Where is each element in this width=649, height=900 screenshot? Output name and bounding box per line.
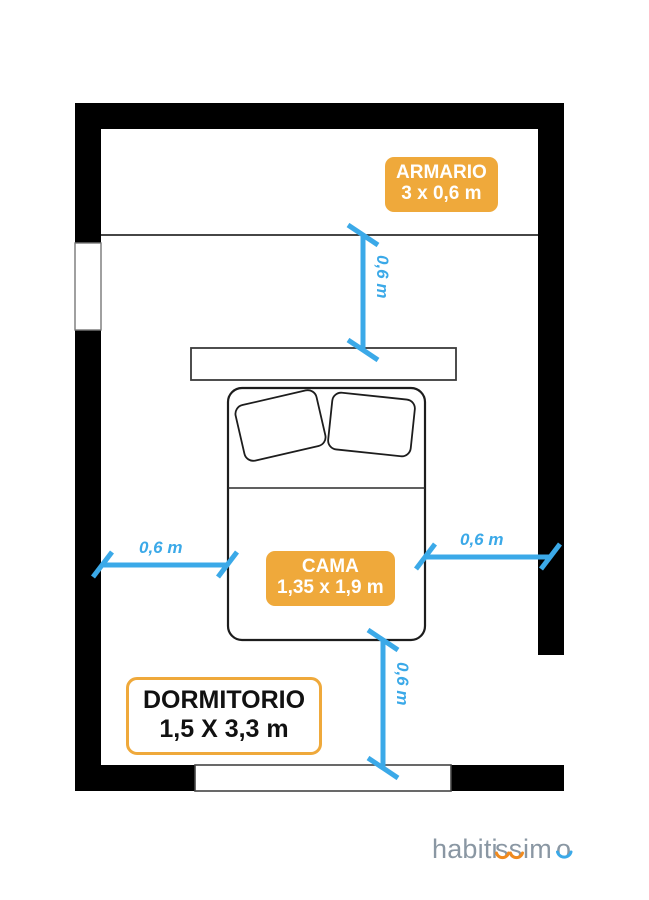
dimension-bed-right-clearance: [414, 542, 562, 571]
dim-tick-start: [346, 222, 380, 248]
wall-left-upper: [75, 103, 101, 243]
badge-dormitorio-label: DORMITORIO: [143, 686, 306, 714]
wall-top: [75, 103, 564, 129]
dim-tick-start: [366, 627, 400, 653]
logo-text-gray-part1: habiti: [432, 834, 498, 864]
logo-mark: habiti ss im o: [432, 834, 573, 864]
logo-text-ss: ss: [495, 834, 522, 864]
badge-armario-label: ARMARIO: [396, 162, 487, 183]
badge-cama-dimensions: 1,35 x 1,9 m: [277, 577, 384, 599]
wall-bottom-left: [75, 765, 195, 791]
dim-label-armario-depth: 0,6 m: [373, 255, 392, 299]
headboard-shape: [190, 347, 457, 381]
wall-bottom-right: [451, 765, 564, 791]
badge-dormitorio-dimensions: 1,5 X 3,3 m: [159, 714, 289, 743]
dim-tick-end: [366, 755, 400, 781]
habitissimo-logo: habiti ss im o: [432, 832, 582, 872]
window-left-wall: [74, 242, 102, 331]
dimension-armario-depth: [346, 222, 380, 363]
dim-label-bed-left-clearance: 0,6 m: [139, 538, 183, 557]
dimension-lines: [91, 222, 562, 781]
pillow-left: [234, 389, 327, 462]
logo-text-final-o: o: [556, 834, 571, 864]
badge-dormitorio[interactable]: DORMITORIO 1,5 X 3,3 m: [126, 677, 323, 755]
pillow-right: [327, 391, 416, 458]
wall-right: [538, 103, 564, 655]
dim-label-bed-foot-clearance: 0,6 m: [393, 662, 412, 706]
wall-left-lower: [75, 330, 101, 778]
dim-tick-start: [91, 550, 114, 579]
door-bottom-wall: [194, 764, 452, 792]
dim-label-bed-right-clearance: 0,6 m: [460, 530, 504, 549]
dimension-bed-left-clearance: [91, 550, 239, 579]
badge-cama[interactable]: CAMA 1,35 x 1,9 m: [266, 551, 395, 606]
logo-arc-orange-2: [509, 851, 524, 860]
logo-arc-orange-1: [495, 851, 510, 860]
dimension-bed-foot-clearance: [366, 627, 400, 781]
badge-cama-label: CAMA: [301, 556, 359, 577]
logo-arc-blue: [556, 850, 573, 859]
dim-tick-end: [216, 550, 239, 579]
dim-tick-end: [539, 542, 562, 571]
badge-armario[interactable]: ARMARIO 3 x 0,6 m: [385, 157, 498, 212]
badge-armario-dimensions: 3 x 0,6 m: [401, 183, 482, 205]
dim-tick-end: [346, 337, 380, 363]
logo-text-gray-part2: im: [523, 834, 552, 864]
walls: [75, 103, 564, 791]
openings: [74, 242, 452, 792]
dim-tick-start: [414, 542, 437, 571]
